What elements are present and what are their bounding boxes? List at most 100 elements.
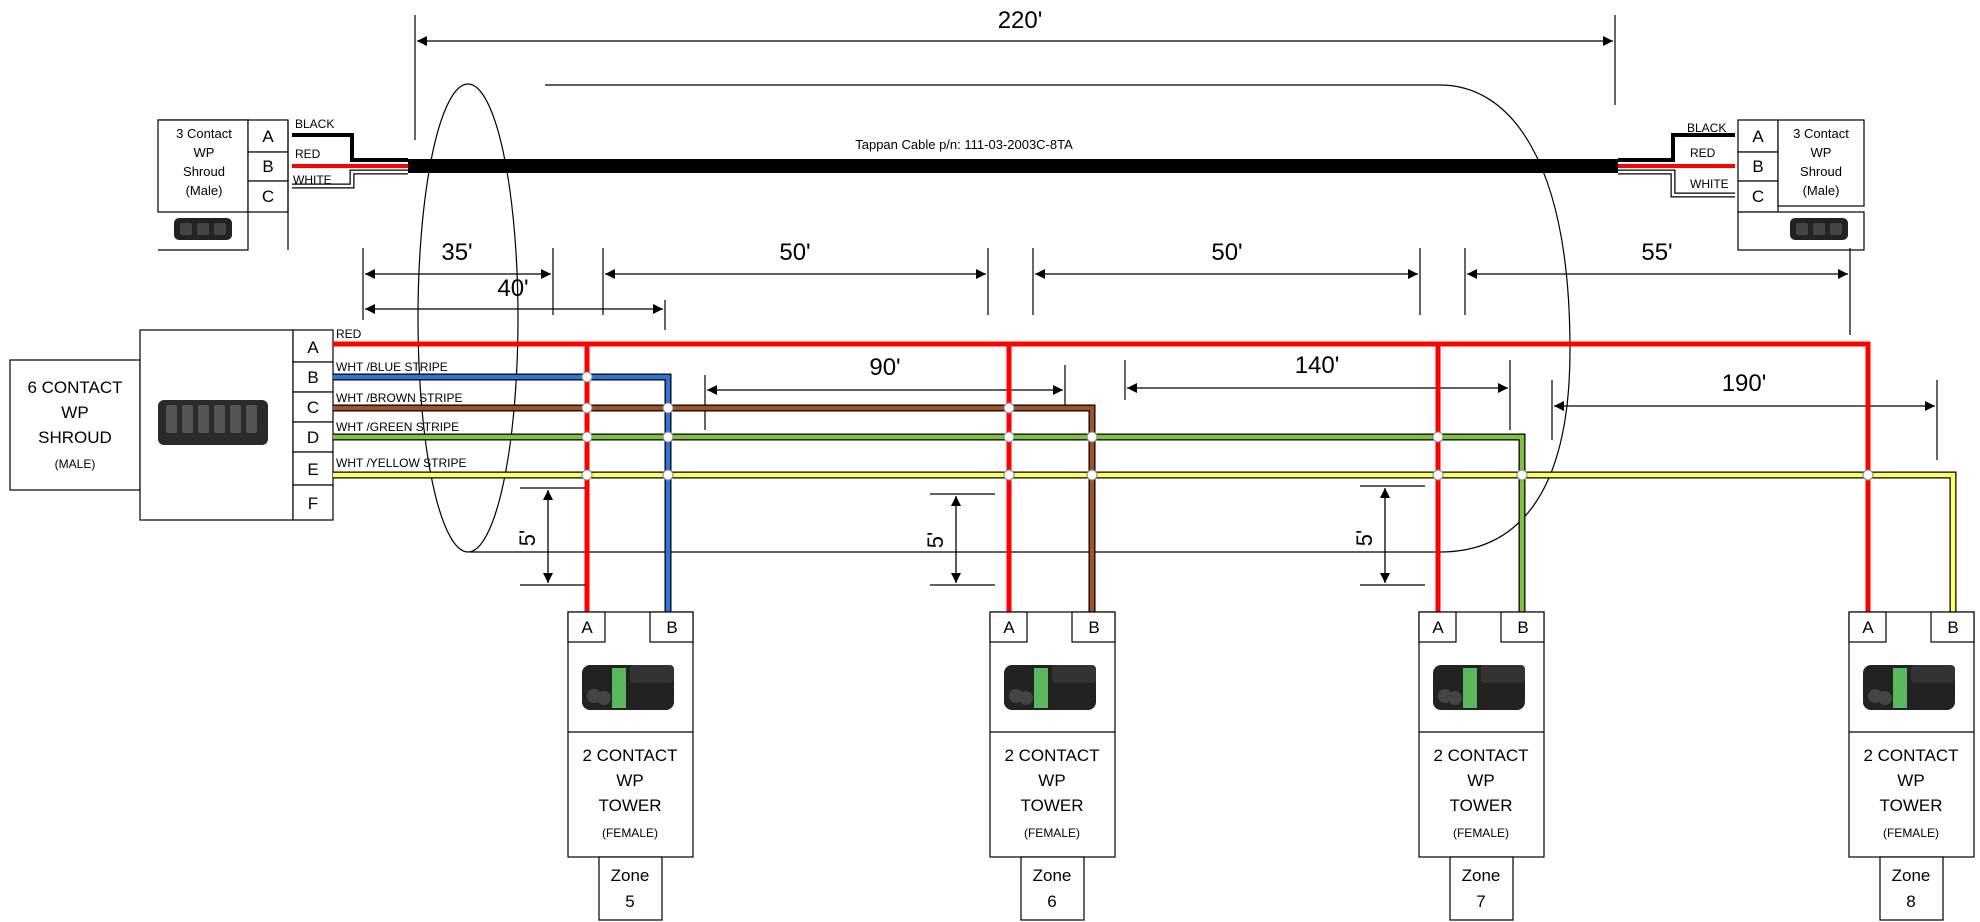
- right-shroud-image: [1790, 218, 1848, 240]
- right-wire-black-label: BLACK: [1687, 121, 1726, 135]
- cable-coil-ellipse: [417, 83, 519, 553]
- zone-towers: A B 2 CONTACT WP TOWER (FEMALE) Zone 5 A B 2 CONTA…: [567, 611, 1975, 921]
- six-contact-pin-c: C: [307, 398, 319, 417]
- left-shroud-title-3: Shroud: [183, 164, 225, 179]
- left-shroud-pin-c: C: [262, 187, 274, 206]
- six-contact-pin-f: F: [308, 494, 318, 513]
- six-contact-title-3: SHROUD: [38, 428, 112, 447]
- tappan-cable: Tappan Cable p/n: 111-03-2003C-8TA: [292, 133, 1735, 198]
- tower-title-3: TOWER: [1880, 796, 1943, 815]
- dim-55: 55': [1641, 239, 1672, 266]
- zone-pin-b: B: [666, 618, 677, 637]
- tower-subtitle: (FEMALE): [602, 826, 658, 840]
- tower-title-2: WP: [1467, 771, 1494, 790]
- six-contact-title-1: 6 CONTACT: [27, 378, 122, 397]
- tower-title-3: TOWER: [599, 796, 662, 815]
- left-wire-red-label: RED: [295, 147, 321, 161]
- wire-red: [333, 341, 1871, 612]
- six-contact-pin-e: E: [307, 460, 318, 479]
- left-shroud-title-1: 3 Contact: [176, 126, 232, 141]
- segment-dimensions: 35' 40' 50' 50' 55': [362, 239, 1851, 335]
- tower-title-1: 2 CONTACT: [582, 746, 677, 765]
- zone-label-word: Zone: [1892, 866, 1931, 885]
- tower-title-3: TOWER: [1021, 796, 1084, 815]
- wire-yellow: [333, 471, 1957, 612]
- right-shroud-pin-c: C: [1752, 187, 1764, 206]
- left-wire-white-label: WHITE: [293, 173, 332, 187]
- zone-label-number: 8: [1906, 892, 1915, 911]
- tower-title-1: 2 CONTACT: [1433, 746, 1528, 765]
- tower-title-1: 2 CONTACT: [1863, 746, 1958, 765]
- dim-40: 40': [497, 275, 528, 302]
- left-shroud-image: [174, 218, 232, 240]
- wire-label-green: WHT /GREEN STRIPE: [336, 420, 459, 434]
- six-contact-title-2: WP: [61, 403, 88, 422]
- wire-green: [333, 433, 1526, 612]
- six-contact-pin-a: A: [307, 338, 319, 357]
- dim-140: 140': [1295, 352, 1340, 379]
- right-shroud-title-2: WP: [1811, 145, 1832, 160]
- wire-label-brown: WHT /BROWN STRIPE: [336, 391, 462, 405]
- overall-length-dimension: 220': [414, 7, 1616, 140]
- right-shroud-title-3: Shroud: [1800, 164, 1842, 179]
- right-wire-white-label: WHITE: [1690, 177, 1729, 191]
- right-shroud-pin-a: A: [1752, 127, 1764, 146]
- tower-connector-image: [1004, 665, 1096, 710]
- right-shroud-pin-b: B: [1752, 157, 1763, 176]
- drop-dim-zone7: 5': [1352, 530, 1377, 546]
- six-contact-shroud: 6 CONTACT WP SHROUD (MALE) A B C D E F: [9, 329, 334, 521]
- zone-pin-b: B: [1947, 618, 1958, 637]
- six-contact-pin-b: B: [307, 368, 318, 387]
- wire-crossing-hops: [581, 371, 1874, 481]
- zone-label-number: 5: [625, 892, 634, 911]
- zone-label-word: Zone: [1462, 866, 1501, 885]
- overall-length-label: 220': [998, 7, 1043, 34]
- wire-label-blue: WHT /BLUE STRIPE: [336, 360, 448, 374]
- cable-coil-outline: [470, 84, 1571, 553]
- six-contact-pin-d: D: [307, 428, 319, 447]
- right-shroud-title-4: (Male): [1803, 183, 1840, 198]
- left-shroud-pin-b: B: [262, 157, 273, 176]
- right-wire-red-label: RED: [1690, 146, 1716, 160]
- tower-title-2: WP: [1038, 771, 1065, 790]
- left-shroud-pin-a: A: [262, 127, 274, 146]
- zone-label-number: 7: [1476, 892, 1485, 911]
- six-contact-subtitle: (MALE): [55, 457, 96, 471]
- dim-35: 35': [441, 239, 472, 266]
- drop-dim-zone5: 5': [515, 530, 540, 546]
- tower-connector-image: [1863, 665, 1955, 710]
- dim-50-a: 50': [779, 239, 810, 266]
- dim-190: 190': [1722, 370, 1767, 397]
- zone-pin-b: B: [1088, 618, 1099, 637]
- cumulative-dimensions: 90' 140' 190': [704, 352, 1938, 460]
- tappan-cable-label: Tappan Cable p/n: 111-03-2003C-8TA: [855, 137, 1073, 152]
- left-shroud-title-4: (Male): [186, 183, 223, 198]
- harness-wires: RED WHT /BLUE STRIPE WHT /BROWN STRIPE W…: [333, 327, 1957, 612]
- tower-title-2: WP: [616, 771, 643, 790]
- left-3-contact-shroud: 3 Contact WP Shroud (Male) A B C BLACK R…: [157, 117, 334, 251]
- drop-dimensions: 5' 5' 5': [515, 485, 1425, 586]
- tower-subtitle: (FEMALE): [1453, 826, 1509, 840]
- tower-subtitle: (FEMALE): [1024, 826, 1080, 840]
- zone-pin-a: A: [581, 618, 593, 637]
- tower-title-3: TOWER: [1450, 796, 1513, 815]
- zone-pin-a: A: [1432, 618, 1444, 637]
- tower-connector-image: [582, 665, 674, 710]
- zone-label-word: Zone: [1033, 866, 1072, 885]
- zone-label-word: Zone: [611, 866, 650, 885]
- zone-label-number: 6: [1047, 892, 1056, 911]
- wire-label-red: RED: [336, 327, 362, 341]
- tower-title-2: WP: [1897, 771, 1924, 790]
- zone-pin-a: A: [1862, 618, 1874, 637]
- six-contact-shroud-image: [158, 400, 268, 445]
- tower-title-1: 2 CONTACT: [1004, 746, 1099, 765]
- dim-50-b: 50': [1211, 239, 1242, 266]
- wire-label-yellow: WHT /YELLOW STRIPE: [336, 456, 466, 470]
- dim-90: 90': [869, 354, 900, 381]
- tower-connector-image: [1433, 665, 1525, 710]
- drop-dim-zone6: 5': [923, 532, 948, 548]
